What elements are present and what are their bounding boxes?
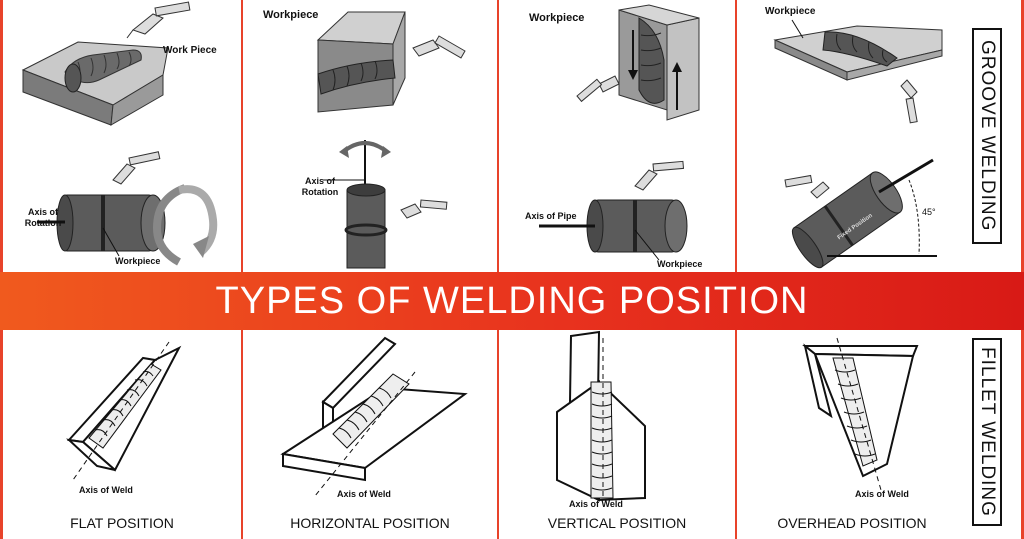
fillet-flat-diagram <box>65 341 182 481</box>
fillet-horizontal-caption: HORIZONTAL POSITION <box>290 515 450 531</box>
fillet-overhead-panel: Axis of Weld OVERHEAD POSITION <box>737 330 967 539</box>
banner-title: TYPES OF WELDING POSITION <box>215 279 809 322</box>
groove-vertical-pipe-label: Workpiece <box>657 259 703 269</box>
groove-overhead-plate-label: Workpiece <box>765 6 816 17</box>
fillet-flat-panel: Axis of Weld FLAT POSITION <box>3 330 241 539</box>
title-banner: TYPES OF WELDING POSITION <box>0 272 1024 330</box>
fillet-welding-text: FILLET WELDING <box>977 347 998 517</box>
fillet-overhead-caption: OVERHEAD POSITION <box>777 515 927 531</box>
welding-torch-icon <box>784 174 830 199</box>
divider-2 <box>497 0 499 539</box>
rotation-arrow-icon <box>152 184 218 266</box>
welding-torch-icon <box>576 75 620 103</box>
fillet-flat-caption: FLAT POSITION <box>70 515 174 531</box>
fillet-horizontal-diagram <box>280 336 468 497</box>
groove-vertical-diagram <box>539 4 700 261</box>
fillet-vertical-caption: VERTICAL POSITION <box>547 515 687 531</box>
fillet-vertical-diagram <box>556 330 646 502</box>
fillet-horizontal-axis-label: Axis of Weld <box>337 489 391 499</box>
groove-flat-panel: Work Piece Axis of Rotation Workpiece <box>3 0 241 272</box>
fillet-overhead-diagram <box>802 337 919 491</box>
divider-3 <box>735 0 737 539</box>
groove-horizontal-plate-label: Workpiece <box>263 9 319 21</box>
divider-left <box>0 0 3 539</box>
groove-horizontal-axis-label: Axis of Rotation <box>301 176 339 197</box>
groove-flat-axis-label: Axis of Rotation <box>24 207 62 228</box>
groove-horizontal-panel: Workpiece Axis of Rotation <box>243 0 497 272</box>
welding-torch-icon <box>112 151 161 185</box>
groove-welding-text: GROOVE WELDING <box>977 40 998 232</box>
groove-overhead-panel: Workpiece 45° Fixed Position <box>737 0 967 272</box>
welding-torch-icon <box>634 160 685 191</box>
divider-1 <box>241 0 243 539</box>
fillet-overhead-axis-label: Axis of Weld <box>855 489 909 499</box>
groove-flat-plate-label: Work Piece <box>163 45 217 56</box>
groove-flat-diagram <box>21 1 218 266</box>
fillet-welding-side-label: FILLET WELDING <box>972 338 1002 526</box>
groove-welding-side-label: GROOVE WELDING <box>972 28 1002 244</box>
welding-torch-icon <box>126 1 191 39</box>
fillet-vertical-axis-label: Axis of Weld <box>569 499 623 509</box>
direction-arrow-icon <box>381 146 391 158</box>
groove-overhead-diagram <box>773 19 943 269</box>
fillet-vertical-panel: Axis of Weld VERTICAL POSITION <box>499 330 735 539</box>
divider-right <box>1021 0 1024 539</box>
fillet-flat-axis-label: Axis of Weld <box>79 485 133 495</box>
direction-arrow-icon <box>339 146 349 158</box>
groove-overhead-angle-label: 45° <box>922 207 936 217</box>
fillet-horizontal-panel: Axis of Weld HORIZONTAL POSITION <box>243 330 497 539</box>
welding-torch-icon <box>400 199 448 219</box>
groove-vertical-panel: Workpiece Axis of Pipe Workpiece <box>499 0 735 272</box>
groove-vertical-plate-label: Workpiece <box>529 12 585 24</box>
groove-flat-pipe-label: Workpiece <box>115 256 161 266</box>
welding-torch-icon <box>412 35 466 59</box>
welding-torch-icon <box>900 79 918 124</box>
direction-arrow-icon <box>628 30 682 110</box>
groove-horizontal-diagram <box>316 11 466 269</box>
groove-vertical-axis-label: Axis of Pipe <box>525 211 577 221</box>
